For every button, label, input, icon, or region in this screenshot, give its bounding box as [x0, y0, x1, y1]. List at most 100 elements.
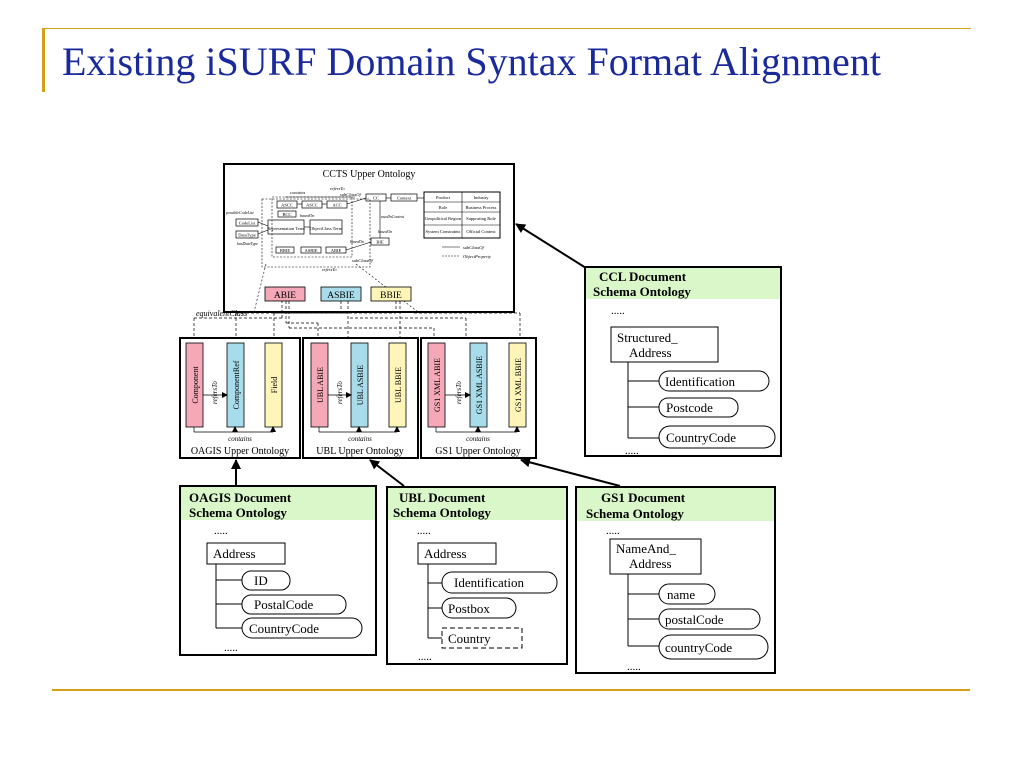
ubl-header-line2: Schema Ontology: [393, 505, 491, 520]
oagis-id-label: ID: [254, 573, 268, 588]
ubl-bbie-label: UBL BBIE: [394, 367, 403, 403]
oagis-component-label: Component: [191, 366, 200, 404]
oagis-id-node: [241, 570, 291, 591]
ccts-asbie-label: ASBIE: [304, 248, 317, 253]
ccts-context-box: [390, 193, 418, 202]
equivalent-class-connectors: equivalentClass: [193, 301, 521, 340]
gs1-postalcode-node: [658, 608, 761, 630]
gs1-asbie-label: GS1 XML ASBIE: [475, 356, 484, 414]
oagis-postalcode-label: PostalCode: [254, 597, 313, 612]
gs1-root-box: [609, 538, 702, 575]
ccts-bbie-label: BBIE: [280, 248, 291, 253]
ccl-postcode-node: [658, 397, 739, 418]
oagis-root-label: Address: [213, 546, 256, 561]
ccl-identification-node: [658, 370, 770, 392]
ubl-refersto-label: refersTo: [336, 381, 344, 404]
ubl-country-label: Country: [448, 631, 491, 646]
ccl-root-line2: Address: [629, 345, 672, 360]
gs1-name-label: name: [667, 587, 695, 602]
gs1-root-line1: NameAnd_: [616, 541, 676, 556]
ccts-context-supporting-role: Supporting Role: [466, 216, 496, 221]
ccts-acc-box: [326, 200, 348, 209]
ccts-upper-ontology: CCTS Upper Ontology refersTo contains su…: [223, 163, 515, 313]
oagis-postalcode-node: [241, 594, 347, 615]
oagis-root-box: [206, 542, 286, 565]
ccts-basedon-mid-label: basedOn: [378, 229, 392, 234]
oagis-component-bar: [185, 342, 204, 428]
ccts-ascc-label: ASCC: [281, 203, 293, 208]
ccts-cc-box: [365, 193, 387, 202]
oagis-field-label: Field: [270, 377, 279, 393]
ccl-header-line2: Schema Ontology: [593, 284, 691, 299]
ccts-abie-label: ABIE: [331, 248, 342, 253]
gs1-postalcode-label: postalCode: [665, 612, 724, 627]
ccts-refersto-bottom-label: refersTo: [322, 267, 337, 272]
oagis-document-schema: OAGIS Document Schema Ontology ..... Add…: [179, 485, 377, 656]
oagis-header-line2: Schema Ontology: [189, 505, 287, 520]
ccl-countrycode-label: CountryCode: [666, 430, 736, 445]
ccts-refersto-top-label: refersTo: [330, 186, 345, 191]
ubl-country-node: [441, 627, 523, 649]
ccl-dots-top: .....: [611, 305, 625, 317]
ccl-countrycode-node: [658, 425, 776, 449]
ccts-bbie-highlight-label: BBIE: [380, 291, 402, 301]
gs1-header-line1: GS1 Document: [601, 490, 686, 505]
ccts-codelist-box: [235, 218, 259, 227]
gs1-dots-bottom: .....: [627, 661, 641, 673]
gs1-contains-label: contains: [466, 435, 490, 443]
alignment-arrows: [231, 223, 621, 487]
ccts-bcc-label: BCC: [282, 212, 291, 217]
ccts-context-geo-region: Geopolitical Region: [425, 216, 462, 221]
ubl-identification-label: Identification: [454, 575, 525, 590]
gs1-countrycode-node: [658, 634, 769, 660]
ubl-root-box: [417, 542, 497, 565]
gs1-refersto-label: refersTo: [455, 381, 463, 404]
slide-title: Existing iSURF Domain Syntax Format Alig…: [62, 39, 881, 84]
ccts-context-grid: Product Industry Role Business Process G…: [423, 191, 501, 239]
ubl-header-line1: UBL Document: [399, 490, 486, 505]
ccts-subclassof-top-label: subClassOf: [340, 192, 362, 197]
ccts-subclassof-bottom-label: subClassOf: [352, 258, 374, 263]
ubl-upper-ontology-title: UBL Upper Ontology: [316, 446, 403, 457]
ccts-datatype-label: DataType: [238, 233, 255, 238]
title-accent-bar: [42, 28, 45, 92]
gs1-document-schema: GS1 Document Schema Ontology ..... NameA…: [575, 486, 776, 674]
ccts-ascc2-box: [301, 200, 323, 209]
ccts-asbie-highlight-label: ASBIE: [327, 291, 355, 301]
ubl-dots-bottom: .....: [418, 651, 432, 663]
oagis-upper-ontology: Component ComponentRef Field refersTo co…: [179, 337, 301, 459]
ccts-usedincontext-label: usedInContext: [381, 214, 405, 219]
ubl-postbox-label: Postbox: [448, 601, 490, 616]
oagis-refersto-label: refersTo: [211, 381, 219, 404]
ccts-abie-highlight-label: ABIE: [274, 291, 296, 301]
ccts-bie-label: BIE: [376, 240, 384, 245]
oagis-componentref-label: ComponentRef: [232, 360, 241, 409]
oagis-countrycode-node: [241, 617, 363, 639]
ccts-title: CCTS Upper Ontology: [323, 169, 416, 180]
gs1-header-line2: Schema Ontology: [586, 506, 684, 521]
top-rule: [45, 28, 971, 29]
ccts-context-industry: Industry: [474, 195, 490, 200]
ccts-context-product: Product: [436, 195, 451, 200]
gs1-bbie-label: GS1 XML BBIE: [514, 358, 523, 412]
ccts-ascc2-label: ASCC: [306, 203, 318, 208]
ccts-bbie-highlight: [370, 286, 412, 302]
ccts-bbie-box: [275, 246, 295, 254]
ubl-dots-top: .....: [417, 525, 431, 537]
ccts-acc-label: ACC: [332, 203, 341, 208]
ubl-abie-label: UBL ABIE: [316, 367, 325, 403]
ccts-context-official-context: Official Context: [466, 229, 496, 234]
ubl-abie-bar: [310, 342, 329, 428]
ccts-repterm-label: Representation Term: [267, 226, 305, 231]
ubl-identification-node: [441, 571, 558, 594]
ccl-root-box: [610, 326, 719, 363]
ccts-asbie-box: [300, 246, 322, 254]
ccts-ascc-box: [276, 200, 298, 209]
gs1-upper-ontology: GS1 XML ABIE GS1 XML ASBIE GS1 XML BBIE …: [420, 337, 537, 459]
ccl-root-line1: Structured_: [617, 330, 678, 345]
ccts-possiblecodelist-label: possibleCodeList: [225, 210, 254, 215]
oagis-dots-bottom: .....: [224, 642, 238, 654]
ccl-identification-label: Identification: [665, 374, 736, 389]
ccts-context-system-constraints: System Constraints: [426, 229, 461, 234]
